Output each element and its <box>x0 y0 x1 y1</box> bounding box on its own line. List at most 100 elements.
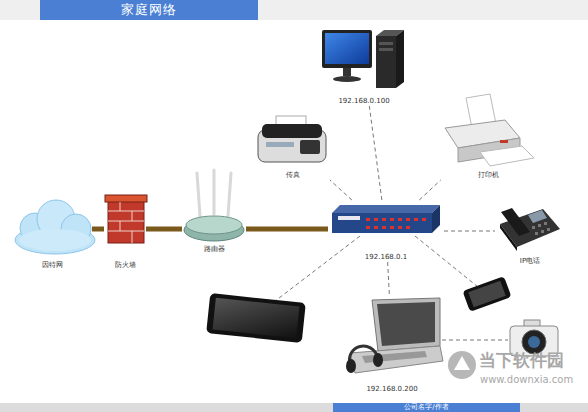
extra-dashed-links-part <box>442 340 508 341</box>
ip-phone-icon-part <box>500 209 560 247</box>
tablet-icon-part <box>213 298 300 339</box>
laptop-icon-part <box>346 359 356 373</box>
device-label: 192.168.0.1 <box>318 253 454 262</box>
device-label: 192.168.0.200 <box>330 385 454 394</box>
fax-icon-part <box>300 140 320 154</box>
header-band-part <box>0 0 588 20</box>
ip-phone-icon <box>500 208 560 251</box>
header-band <box>0 0 588 20</box>
laptop-icon-part <box>373 353 383 367</box>
ip-phone-icon-part <box>501 208 530 236</box>
laptop-icon-part <box>377 302 435 346</box>
watermark-logo-part <box>448 351 476 379</box>
router-icon-part <box>197 170 231 216</box>
switch-icon-part-part <box>382 218 386 221</box>
switch-icon-part-part <box>406 226 410 229</box>
firewall-node: 防火墙 <box>104 192 146 270</box>
tablet-icon-part <box>206 293 306 343</box>
switch-node: 192.168.0.1 <box>328 200 444 262</box>
extra-dashed-links-part <box>415 236 478 287</box>
switch-icon-part-part <box>422 218 426 221</box>
header-band-part <box>40 0 258 20</box>
computer-icon-part <box>333 76 361 82</box>
switch-icon-part-part <box>414 218 418 221</box>
switch-icon-part-part <box>366 218 370 221</box>
printer-icon <box>445 94 534 166</box>
ip-phone-icon-part-part <box>547 228 550 231</box>
printer-icon-part <box>480 146 534 166</box>
printer-node: 打印机 <box>438 92 538 180</box>
printer-icon-part <box>500 140 508 143</box>
computer-icon-part <box>343 68 351 76</box>
firewall-icon-part <box>108 202 144 243</box>
router-icon-part <box>186 216 242 234</box>
watermark-logo <box>448 351 476 379</box>
dashed-link <box>369 106 382 200</box>
firewall-icon-part <box>108 201 144 243</box>
smartphone-icon <box>463 276 512 312</box>
switch-icon-part-part <box>390 218 394 221</box>
firewall-icon-part-part <box>132 211 133 221</box>
network-cable <box>92 227 104 232</box>
switch-icon-part <box>332 213 432 233</box>
laptop-icon-part <box>350 346 443 373</box>
computer-icon-part <box>322 30 372 68</box>
fax-icon <box>258 116 326 162</box>
cloud-icon <box>15 200 95 254</box>
firewall-icon-part-part <box>132 231 133 243</box>
footer-band-part <box>0 403 588 412</box>
firewall-icon-part <box>105 195 147 202</box>
dashed-link <box>388 262 390 296</box>
router-icon-part-part <box>197 173 200 216</box>
router-icon-part-part <box>213 170 216 214</box>
device-label: 打印机 <box>428 171 548 180</box>
ip-phone-icon-part-part <box>538 224 541 227</box>
switch-icon-part-part <box>382 226 386 229</box>
switch-icon-part <box>366 218 426 229</box>
computer-icon-part <box>325 33 369 64</box>
computer-node: 192.168.0.100 <box>318 26 410 106</box>
router-icon-part-part <box>228 173 231 216</box>
extra-dashed-links-part <box>270 236 360 305</box>
device-label: 路由器 <box>172 245 256 254</box>
ip-phone-icon-part <box>528 210 547 223</box>
dashed-link <box>419 180 440 200</box>
firewall-icon-part-part <box>120 221 121 231</box>
diagram-title: 家庭网络 <box>40 0 258 20</box>
footer-band <box>0 403 588 412</box>
computer-icon-part <box>396 30 404 88</box>
footer-band-part <box>333 403 520 412</box>
laptop-icon-part <box>362 351 427 363</box>
device-label: 192.168.0.100 <box>308 97 420 106</box>
dashed-link <box>330 180 352 200</box>
fax-icon-part <box>266 142 294 147</box>
network-cable <box>146 227 182 232</box>
ip-phone-icon-part-part <box>535 232 538 235</box>
switch-icon-part-part <box>374 226 378 229</box>
author-caption: 公司名字/作者 <box>333 403 520 412</box>
switch-icon-part-part <box>398 226 402 229</box>
computer-icon-part <box>376 36 396 88</box>
firewall-icon-part-part <box>108 221 144 222</box>
switch-icon-part <box>338 216 360 220</box>
switch-icon-part-part <box>374 218 378 221</box>
computer-icon-part <box>379 42 393 45</box>
switch-icon-part-part <box>390 226 394 229</box>
device-label: 传真 <box>240 171 345 180</box>
laptop-icon <box>346 298 443 373</box>
internet-node: 因特网 <box>12 196 92 270</box>
firewall-icon-part-part <box>120 202 121 211</box>
computer-icon-part <box>379 48 393 51</box>
device-label: IP电话 <box>485 257 575 266</box>
dashed-link <box>444 231 495 232</box>
device-label: 因特网 <box>2 261 102 270</box>
switch-icon-part-part <box>406 218 410 221</box>
camera-icon-part <box>528 336 540 348</box>
router-node: 路由器 <box>182 168 246 254</box>
ip-phone-icon-part-part <box>532 226 535 229</box>
smartphone-icon-part <box>463 276 512 312</box>
watermark-logo-part <box>454 356 470 370</box>
firewall-icon <box>105 195 147 243</box>
ip-phone-icon-part <box>532 222 550 235</box>
